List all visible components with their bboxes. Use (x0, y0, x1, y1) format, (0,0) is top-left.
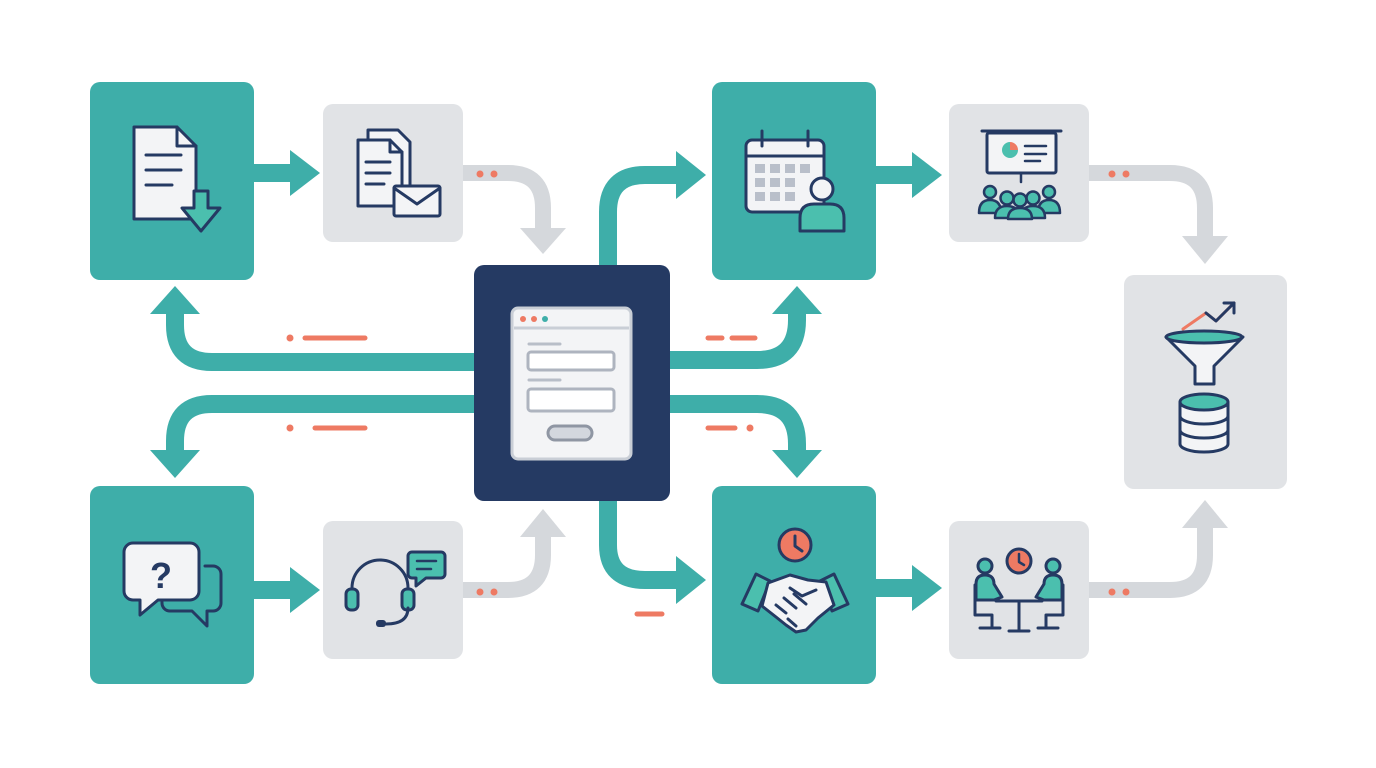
coral-dot (1108, 170, 1116, 178)
arrowhead-headset (290, 567, 320, 613)
coral-dot (476, 588, 484, 596)
arrowhead-meeting (912, 565, 942, 611)
arrowhead-right-calendar (676, 151, 706, 199)
coral-dot (1108, 588, 1116, 596)
connector-center-to-doc-download (166, 303, 483, 371)
arrowhead-center-bottom (520, 509, 566, 537)
arrowhead-funnel-bottom (1182, 500, 1228, 528)
arrowhead-right-handshake (676, 556, 706, 604)
coral-dot (286, 424, 294, 432)
document-download-icon (132, 125, 222, 233)
arrowhead-down-handshake (772, 450, 822, 478)
connector-meeting-to-funnel (1081, 518, 1213, 598)
node-box-meeting (949, 521, 1089, 659)
headset-chat-icon (344, 550, 447, 627)
arrowhead-down-question-chat (150, 450, 200, 478)
question-mark-glyph: ? (150, 555, 172, 596)
connector-center-to-calendar (661, 303, 806, 369)
question-chat-icon: ? (122, 541, 223, 628)
arrowhead-presentation (912, 152, 942, 198)
coral-dot (476, 170, 484, 178)
coral-dot (490, 170, 498, 178)
arrowhead-up-calendar (772, 286, 822, 314)
coral-dot (1122, 170, 1130, 178)
arrowhead-center-top (520, 228, 566, 254)
audience-group (977, 184, 1062, 221)
node-box-headset (323, 521, 463, 659)
coral-dashes (286, 170, 1130, 617)
meeting-table-icon (973, 547, 1065, 633)
connector-center-to-handshake (661, 395, 806, 461)
web-form-icon (510, 306, 633, 461)
connector-center-to-question-chat (166, 395, 483, 461)
coral-dot (490, 588, 498, 596)
presentation-audience-icon (977, 129, 1063, 221)
connectors (150, 150, 1228, 613)
connector-center-bottom-to-handshake (599, 491, 687, 589)
connector-center-top-to-calendar (599, 166, 687, 275)
arrowhead-funnel-top (1182, 236, 1228, 264)
coral-dot (746, 424, 754, 432)
handshake-clock-icon (740, 527, 850, 634)
connector-headset-to-center (455, 527, 551, 598)
calendar-person-icon (744, 129, 846, 233)
funnel-database-icon (1164, 301, 1245, 454)
arrowhead-doc-email (290, 150, 320, 196)
connector-presentation-to-funnel (1081, 165, 1213, 246)
documents-email-icon (356, 128, 442, 218)
coral-dot (286, 334, 294, 342)
connector-doc-email-to-center (455, 165, 551, 238)
arrowhead-up-doc-download (150, 286, 200, 314)
coral-dot (1122, 588, 1130, 596)
